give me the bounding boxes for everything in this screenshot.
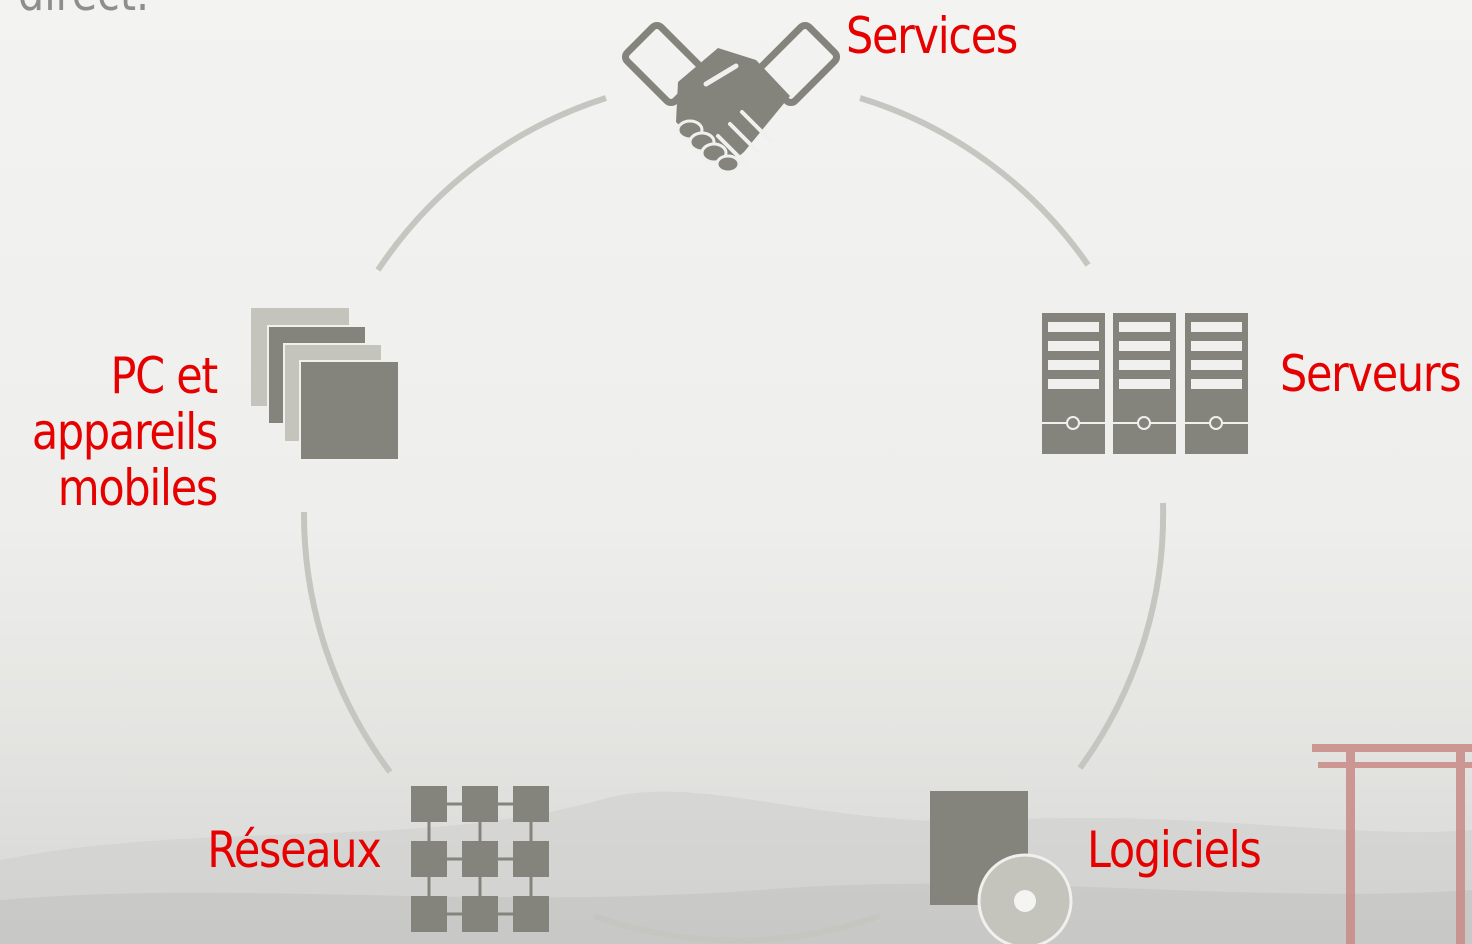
label-reseaux: Réseaux [206,821,382,879]
server-rack-icon [1042,313,1248,454]
label-pc-appareils-mobiles: PC et appareils mobiles [0,347,219,517]
label-pc-line-3: mobiles [57,459,219,517]
torii-gate [1312,744,1472,944]
cycle-ring [300,95,1167,944]
ring-arc-reseaux-pc [300,511,393,774]
label-serveurs: Serveurs [1280,345,1462,403]
stacked-devices-icon [251,308,400,461]
ring-arc-logiciels-reseaux [593,913,881,944]
background-scenery [0,791,1472,944]
ring-arc-pc-services [375,95,607,272]
ring-arc-services-serveurs [859,95,1091,267]
label-logiciels: Logiciels [1087,821,1262,879]
network-grid-icon [411,786,549,932]
label-services: Services [846,7,1018,65]
label-pc-line-1: PC et [110,347,219,405]
ring-arc-serveurs-logiciels [1077,502,1167,770]
software-disc-icon [930,791,1073,944]
handshake-icon [621,21,841,174]
corner-text-fragment: direct. [18,0,149,22]
label-pc-line-2: appareils [31,403,218,461]
